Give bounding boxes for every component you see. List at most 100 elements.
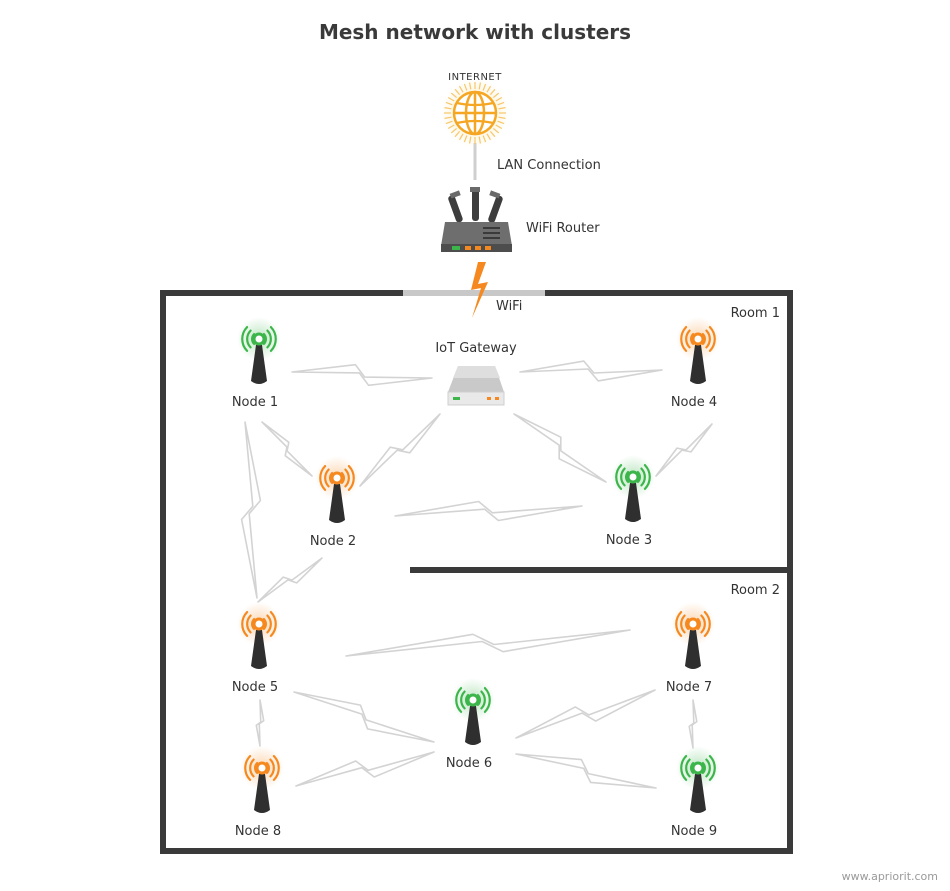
signal-wave-icon xyxy=(460,690,466,710)
node-label: Node 5 xyxy=(232,680,278,695)
mesh-link xyxy=(519,360,663,382)
signal-wave-icon xyxy=(685,329,691,349)
signal-wave-icon xyxy=(680,755,688,781)
signal-wave-icon xyxy=(269,326,277,352)
signal-wave-icon xyxy=(244,755,252,781)
mesh-link xyxy=(345,629,631,657)
room-2-label: Room 2 xyxy=(731,583,780,598)
globe-icon xyxy=(441,79,509,147)
signal-wave-icon xyxy=(701,333,706,345)
node-4: Node 4 xyxy=(671,317,720,410)
signal-wave-icon xyxy=(703,611,711,637)
node-6: Node 6 xyxy=(446,678,495,771)
antenna-icon xyxy=(465,706,481,745)
antenna-icon xyxy=(329,484,345,523)
wall-opening xyxy=(403,290,545,296)
node-label: Node 6 xyxy=(446,756,492,771)
mesh-link xyxy=(255,699,265,747)
router-icon xyxy=(441,187,512,252)
antenna-icon xyxy=(685,630,701,669)
signal-wave-icon xyxy=(620,467,626,487)
signal-wave-icon xyxy=(643,464,651,490)
signal-wave-icon xyxy=(615,464,623,490)
signal-wave-icon xyxy=(708,326,716,352)
mesh-link xyxy=(513,413,607,483)
mesh-link xyxy=(257,557,323,603)
building-walls xyxy=(160,290,793,854)
signal-wave-icon xyxy=(455,687,463,713)
mesh-link xyxy=(295,751,435,787)
wifi-bolt-icon xyxy=(471,262,488,318)
mesh-link xyxy=(291,363,433,387)
signal-wave-icon xyxy=(705,758,711,778)
mesh-links xyxy=(240,360,713,789)
signal-wave-icon xyxy=(483,687,491,713)
signal-wave-icon xyxy=(690,333,695,345)
node-status-dot xyxy=(252,332,266,346)
signal-wave-icon xyxy=(265,762,270,774)
signal-wave-icon xyxy=(241,611,249,637)
antenna-icon xyxy=(690,345,706,384)
node-status-dot xyxy=(330,471,344,485)
signal-wave-icon xyxy=(319,465,327,491)
signal-wave-icon xyxy=(685,618,690,630)
node-status-dot xyxy=(626,470,640,484)
signal-wave-icon xyxy=(640,467,646,487)
node-status-dot xyxy=(691,761,705,775)
signal-wave-icon xyxy=(625,471,630,483)
mesh-nodes: Node 1 Node 2 Node 3 Node 4 Node 5 Node 6 Node… xyxy=(232,317,720,839)
signal-wave-icon xyxy=(329,472,334,484)
signal-wave-icon xyxy=(262,618,267,630)
signal-wave-icon xyxy=(690,762,695,774)
node-status-dot xyxy=(686,617,700,631)
signal-wave-icon xyxy=(465,694,470,706)
signal-wave-icon xyxy=(269,758,275,778)
signal-wave-icon xyxy=(254,762,259,774)
node-label: Node 9 xyxy=(671,824,717,839)
signal-wave-icon xyxy=(324,468,330,488)
signal-wave-icon xyxy=(251,333,256,345)
signal-wave-icon xyxy=(705,329,711,349)
signal-wave-icon xyxy=(249,758,255,778)
mesh-link xyxy=(688,699,698,749)
signal-wave-icon xyxy=(700,614,706,634)
mesh-link xyxy=(293,691,435,743)
node-label: Node 3 xyxy=(606,533,652,548)
router-label: WiFi Router xyxy=(526,221,600,236)
node-3: Node 3 xyxy=(606,455,655,548)
antenna-icon xyxy=(251,630,267,669)
mesh-link xyxy=(515,753,657,789)
node-label: Node 4 xyxy=(671,395,717,410)
iot-gateway-icon xyxy=(447,366,505,406)
signal-wave-icon xyxy=(266,614,272,634)
internet-label: INTERNET xyxy=(448,72,502,83)
mesh-link xyxy=(655,423,713,477)
room-1-label: Room 1 xyxy=(731,306,780,321)
signal-wave-icon xyxy=(636,471,641,483)
node-7: Node 7 xyxy=(666,602,715,695)
mesh-link xyxy=(240,421,262,599)
node-status-dot xyxy=(255,761,269,775)
mesh-link xyxy=(359,413,441,487)
signal-wave-icon xyxy=(340,472,345,484)
node-2: Node 2 xyxy=(310,456,359,549)
signal-wave-icon xyxy=(269,611,277,637)
node-status-dot xyxy=(691,332,705,346)
signal-wave-icon xyxy=(696,618,701,630)
signal-wave-icon xyxy=(480,690,486,710)
lan-connection-label: LAN Connection xyxy=(497,158,601,173)
node-5: Node 5 xyxy=(232,602,281,695)
signal-wave-icon xyxy=(708,755,716,781)
node-status-dot xyxy=(466,693,480,707)
node-label: Node 2 xyxy=(310,534,356,549)
signal-wave-icon xyxy=(344,468,350,488)
signal-wave-icon xyxy=(685,758,691,778)
signal-wave-icon xyxy=(266,329,272,349)
signal-wave-icon xyxy=(262,333,267,345)
mesh-link xyxy=(515,689,656,739)
node-9: Node 9 xyxy=(671,746,720,839)
signal-wave-icon xyxy=(680,614,686,634)
signal-wave-icon xyxy=(246,614,252,634)
node-1: Node 1 xyxy=(232,317,281,410)
mesh-link xyxy=(261,421,313,477)
